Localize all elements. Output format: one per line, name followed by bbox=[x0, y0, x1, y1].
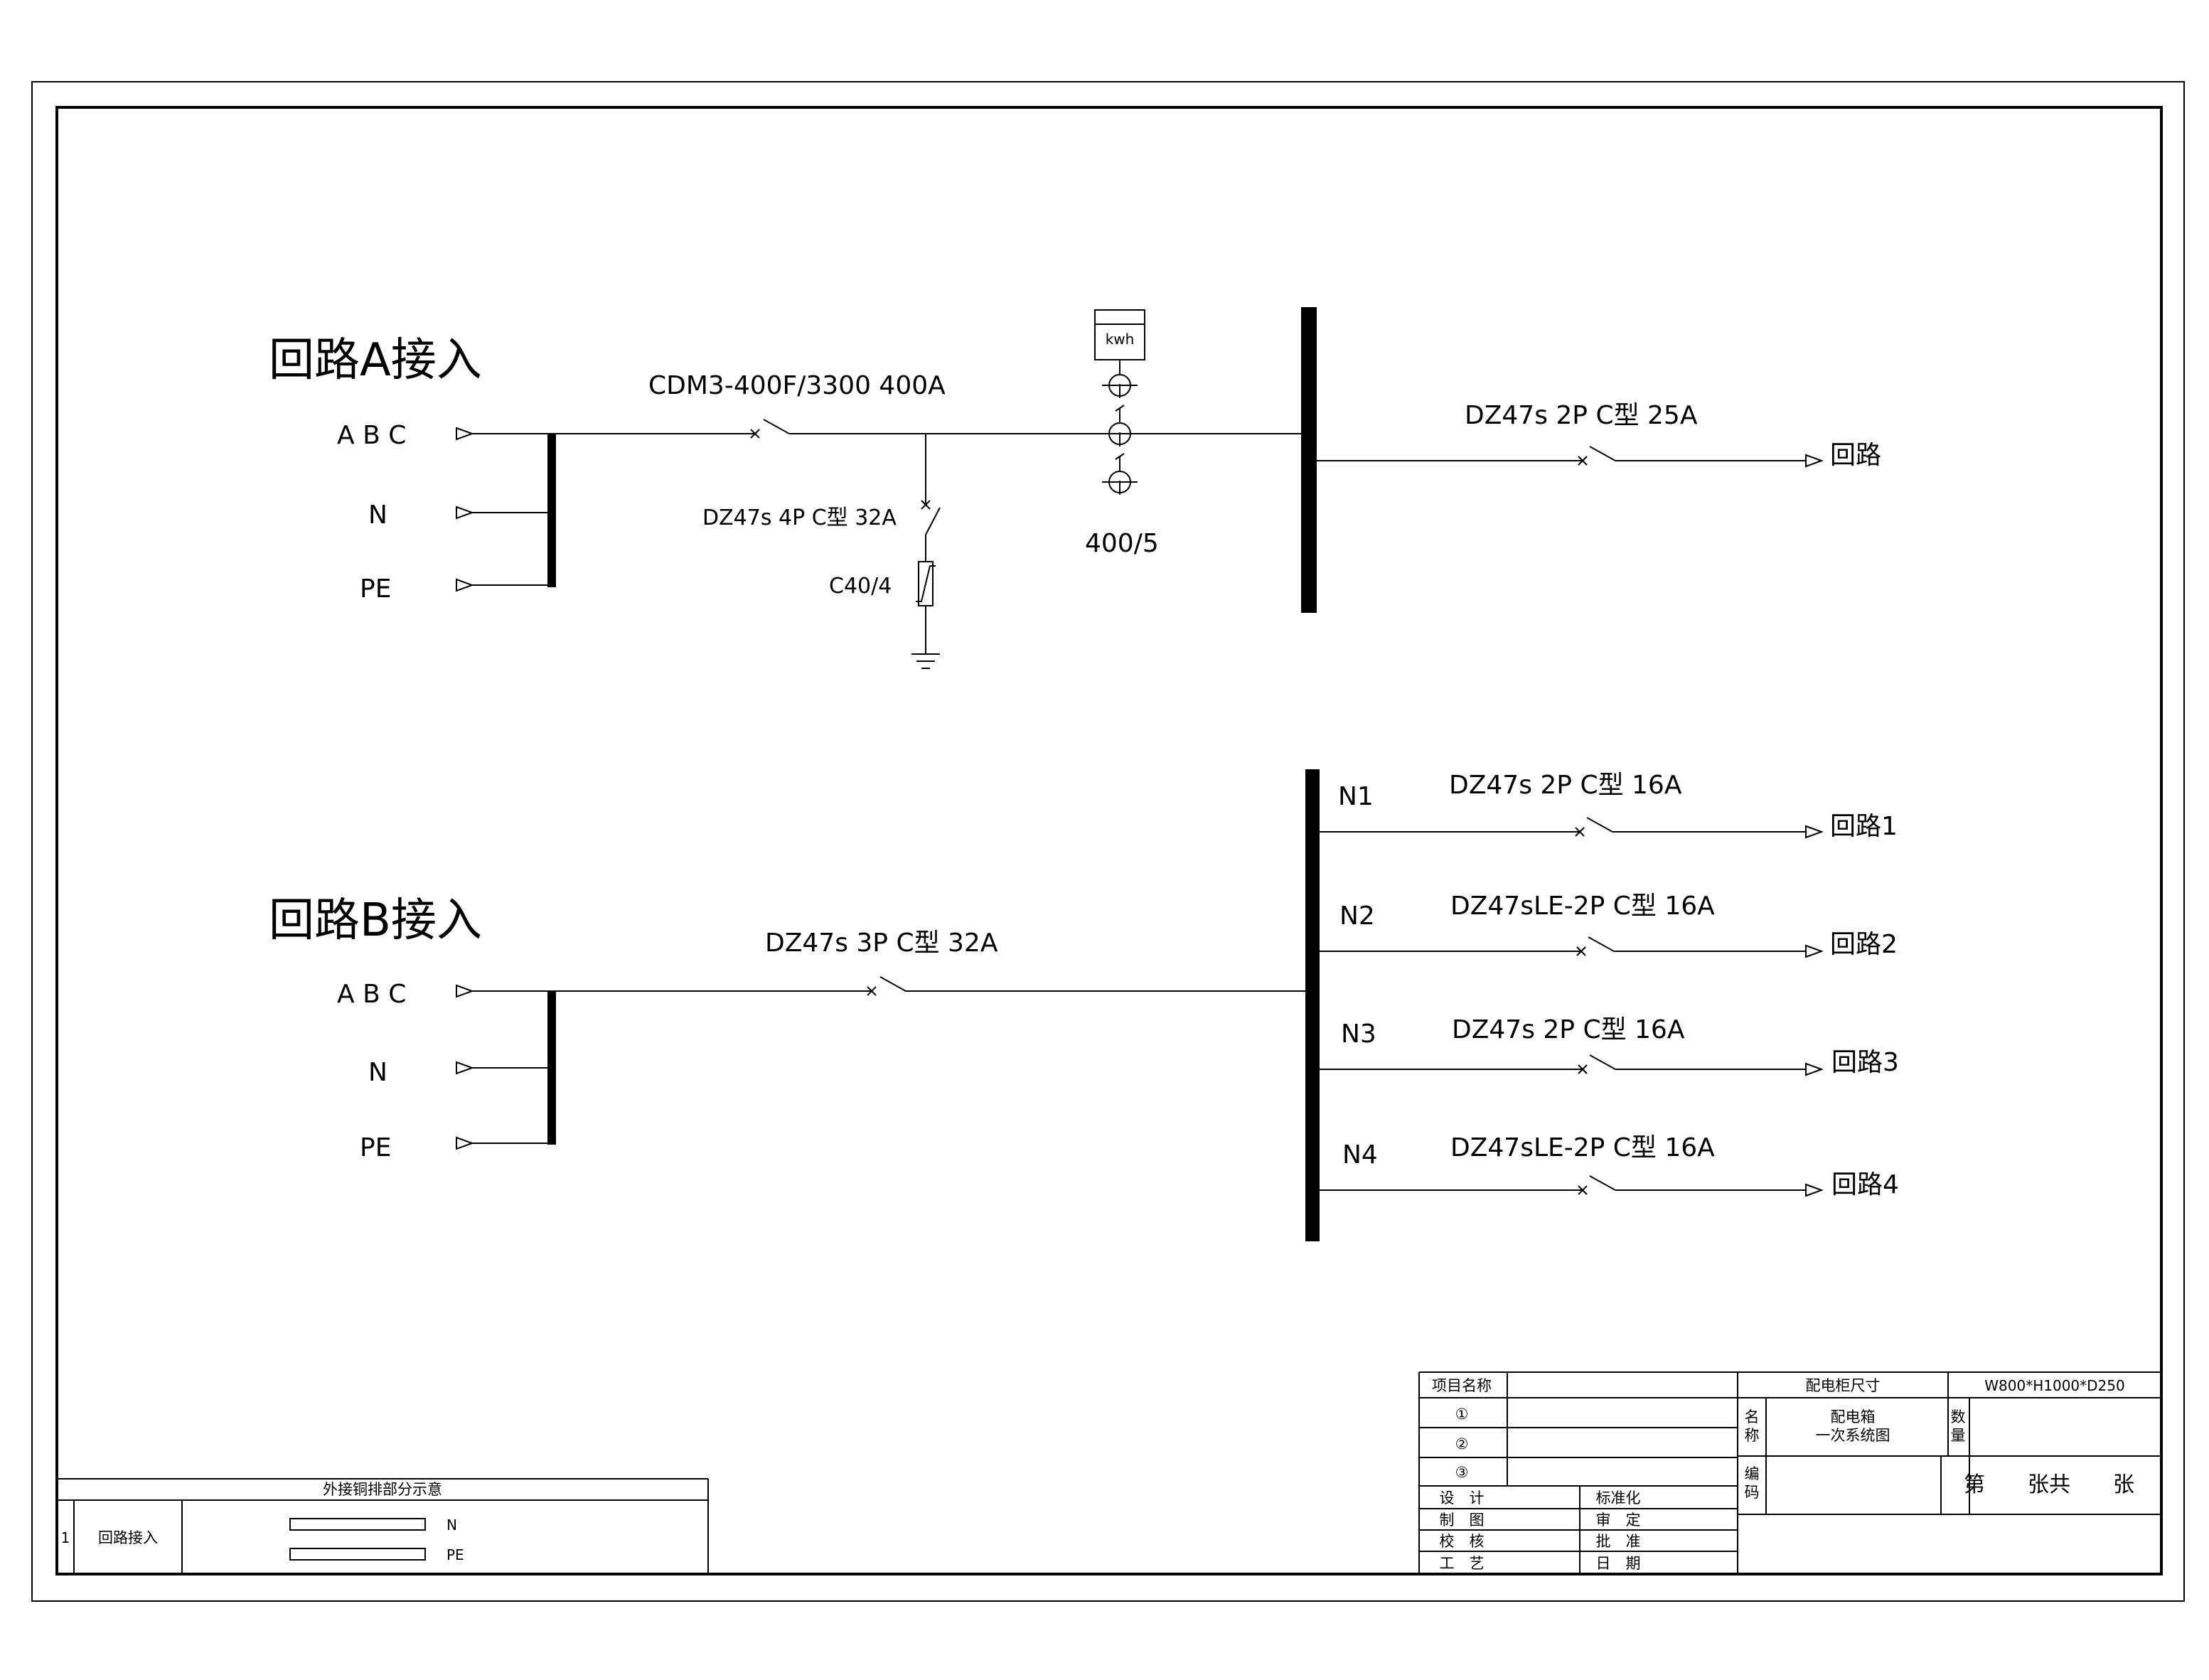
branch-breaker-icon bbox=[1578, 1175, 1616, 1195]
branch-tag: N2 bbox=[1339, 901, 1375, 931]
circuit-a-phase-label: A B C bbox=[337, 421, 406, 450]
kwh-meter-label: kwh bbox=[1106, 331, 1135, 348]
branch-breaker-icon bbox=[1578, 1054, 1616, 1074]
code-label-2: 码 bbox=[1745, 1484, 1760, 1501]
terminal-arrow-icon bbox=[456, 578, 474, 592]
circuit-b-title: 回路B接入 bbox=[269, 894, 482, 947]
branch-n2: N2 DZ47sLE-2P C型 16A 回路2 bbox=[1320, 892, 1898, 959]
qty-label-1: 数 bbox=[1951, 1408, 1966, 1425]
name-label-2: 称 bbox=[1745, 1427, 1760, 1444]
branch-tag: N4 bbox=[1342, 1140, 1378, 1170]
branch-tag: N1 bbox=[1338, 782, 1374, 811]
project-name-label: 项目名称 bbox=[1432, 1377, 1492, 1394]
branch-breaker-label: DZ47s 2P C型 16A bbox=[1452, 1015, 1685, 1044]
current-transformer-icon bbox=[1102, 374, 1138, 493]
incoming-busbar bbox=[547, 434, 556, 587]
circuit-a-neutral-label: N bbox=[368, 501, 387, 530]
ground-icon bbox=[911, 653, 940, 669]
circuit-a: 回路A接入 A B C N PE CDM3-400F/3300 400A DZ4… bbox=[269, 307, 1881, 669]
circuit-a-pe-label: PE bbox=[360, 574, 391, 604]
role-review: 审 定 bbox=[1596, 1512, 1641, 1529]
role-standardization: 标准化 bbox=[1596, 1489, 1641, 1507]
terminal-arrow-icon bbox=[456, 984, 474, 998]
role-checking: 校 核 bbox=[1440, 1533, 1485, 1550]
outgoing-label: 回路 bbox=[1830, 441, 1881, 470]
branch-n3: N3 DZ47s 2P C型 16A 回路3 bbox=[1320, 1015, 1899, 1077]
branch-breaker-label: DZ47s 2P C型 16A bbox=[1449, 771, 1682, 800]
circuit-b-neutral-label: N bbox=[368, 1058, 387, 1087]
terminal-arrow-icon bbox=[456, 427, 474, 441]
branch-breaker-icon bbox=[1575, 817, 1613, 837]
name-label-1: 名 bbox=[1745, 1408, 1760, 1425]
circuit-a-title: 回路A接入 bbox=[269, 334, 482, 387]
busbar-pe-label: PE bbox=[446, 1546, 464, 1563]
circled-1: ① bbox=[1455, 1406, 1469, 1423]
spd-label: C40/4 bbox=[829, 574, 892, 599]
busbar-n-bar bbox=[289, 1518, 426, 1531]
main-breaker-icon bbox=[750, 419, 790, 439]
qty-label-2: 量 bbox=[1951, 1427, 1966, 1444]
branch-out-label: 回路2 bbox=[1830, 930, 1898, 959]
incoming-busbar bbox=[547, 991, 556, 1145]
busbar-pe-bar bbox=[289, 1548, 426, 1561]
terminal-arrow-icon bbox=[456, 505, 474, 520]
drawing-name-line-2: 一次系统图 bbox=[1816, 1427, 1890, 1444]
terminal-arrow-icon bbox=[456, 1061, 474, 1075]
outgoing-arrow-icon bbox=[1805, 1183, 1824, 1197]
outer-frame bbox=[31, 81, 2185, 1602]
outgoing-arrow-icon bbox=[1805, 944, 1824, 958]
outgoing-breaker-label: DZ47s 2P C型 25A bbox=[1465, 401, 1698, 430]
branch-out-label: 回路3 bbox=[1831, 1048, 1899, 1077]
role-design: 设 计 bbox=[1440, 1489, 1485, 1507]
role-approval: 批 准 bbox=[1596, 1533, 1641, 1550]
busbar-table-title: 外接铜排部分示意 bbox=[323, 1481, 442, 1498]
title-block: 项目名称 ① ② ③ 设 计 制 图 校 核 工 艺 标准化 审 定 批 准 日… bbox=[1418, 1371, 2161, 1574]
main-busbar-b bbox=[1305, 769, 1320, 1241]
branch-n1: N1 DZ47s 2P C型 16A 回路1 bbox=[1320, 771, 1898, 841]
code-label-1: 编 bbox=[1745, 1465, 1760, 1482]
role-process: 工 艺 bbox=[1440, 1555, 1485, 1572]
circled-3: ③ bbox=[1455, 1464, 1469, 1481]
spd-breaker-icon bbox=[921, 500, 941, 535]
cabinet-size-label: 配电柜尺寸 bbox=[1806, 1377, 1881, 1394]
branch-breaker-label: DZ47sLE-2P C型 16A bbox=[1450, 892, 1715, 921]
circuit-b-pe-label: PE bbox=[360, 1133, 391, 1162]
busbar-n-label: N bbox=[446, 1516, 457, 1534]
outgoing-breaker-icon bbox=[1578, 446, 1616, 466]
inner-frame bbox=[55, 106, 2163, 1575]
busbar-table: 外接铜排部分示意 1 回路接入 N PE bbox=[57, 1478, 709, 1574]
spd-breaker-label: DZ47s 4P C型 32A bbox=[702, 505, 897, 530]
circuit-b-phase-label: A B C bbox=[337, 980, 406, 1009]
main-busbar-a bbox=[1301, 307, 1317, 613]
branch-tag: N3 bbox=[1341, 1020, 1376, 1049]
branch-breaker-label: DZ47sLE-2P C型 16A bbox=[1450, 1133, 1715, 1162]
branch-out-label: 回路4 bbox=[1831, 1170, 1899, 1199]
branch-breaker-icon bbox=[1576, 936, 1615, 956]
main-breaker-icon bbox=[867, 976, 906, 996]
ct-ratio-label: 400/5 bbox=[1085, 529, 1159, 558]
busbar-row-no: 1 bbox=[61, 1529, 70, 1546]
circuit-b: 回路B接入 A B C N PE DZ47s 3P C型 32A N1 DZ47… bbox=[269, 769, 1899, 1241]
drawing-name-line-1: 配电箱 bbox=[1831, 1408, 1876, 1425]
branch-n4: N4 DZ47sLE-2P C型 16A 回路4 bbox=[1320, 1133, 1899, 1199]
sheet-count: 第 张共 张 bbox=[1964, 1472, 2134, 1497]
role-date: 日 期 bbox=[1596, 1555, 1641, 1572]
outgoing-arrow-icon bbox=[1805, 1062, 1824, 1076]
busbar-row-name: 回路接入 bbox=[98, 1529, 158, 1546]
outgoing-arrow-icon bbox=[1805, 454, 1824, 468]
role-drafting: 制 图 bbox=[1440, 1512, 1485, 1529]
branch-out-label: 回路1 bbox=[1830, 812, 1898, 841]
circled-2: ② bbox=[1455, 1435, 1469, 1452]
surge-arrester-icon bbox=[916, 561, 936, 606]
cabinet-size-value: W800*H1000*D250 bbox=[1984, 1377, 2124, 1394]
main-breaker-label: CDM3-400F/3300 400A bbox=[648, 371, 946, 400]
outgoing-arrow-icon bbox=[1805, 825, 1824, 839]
main-breaker-label: DZ47s 3P C型 32A bbox=[765, 929, 998, 958]
terminal-arrow-icon bbox=[456, 1136, 474, 1150]
